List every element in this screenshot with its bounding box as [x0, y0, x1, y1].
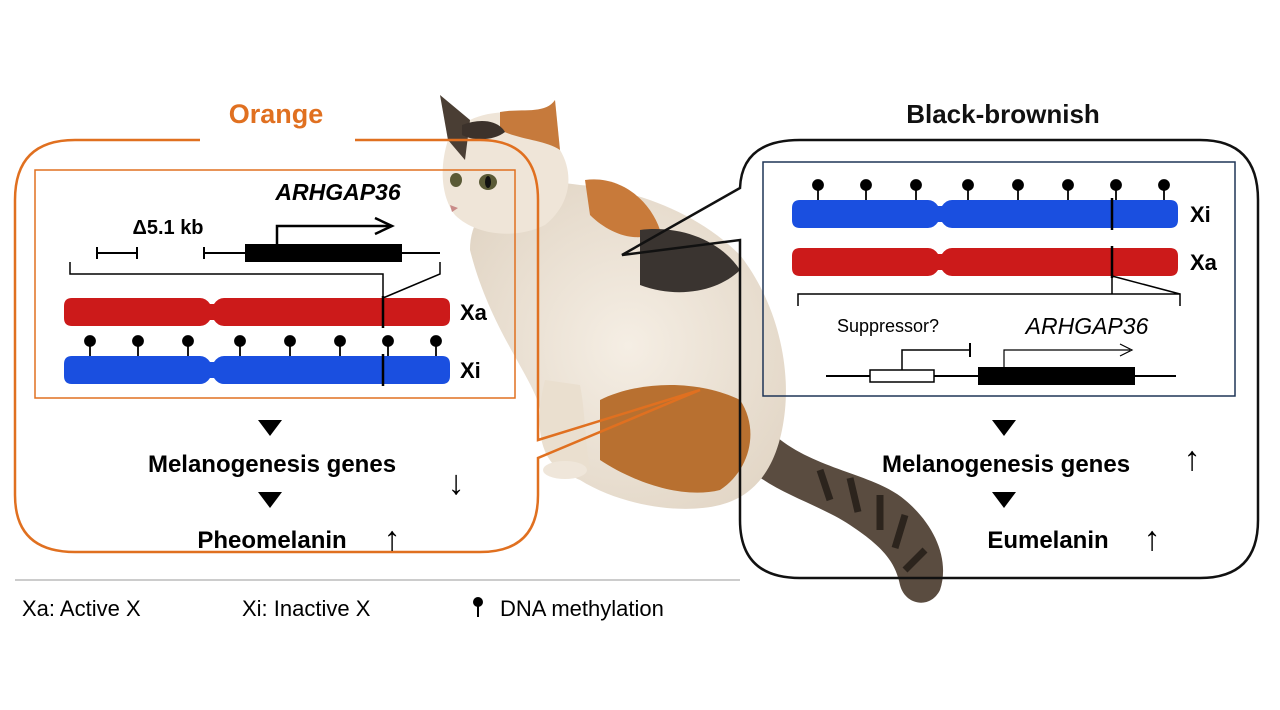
left-xi-label: Xi — [460, 358, 481, 383]
calico-cat-illustration — [440, 95, 944, 603]
right-pathway-triangle-1 — [992, 420, 1016, 436]
left-xa-label: Xa — [460, 300, 488, 325]
right-transcription-arrow — [1003, 349, 1130, 367]
left-xa-chromosome — [64, 296, 450, 328]
left-step1-arrow: ↓ — [448, 464, 465, 502]
right-xa-chromosome — [792, 246, 1178, 278]
left-transcription-arrow — [275, 224, 390, 244]
left-step1-text: Melanogenesis genes — [148, 451, 396, 478]
legend-methylation: DNA methylation — [500, 596, 664, 621]
right-pathway-triangle-2 — [992, 492, 1016, 508]
suppressor-element — [869, 369, 935, 383]
right-gene-body — [978, 367, 1135, 385]
lollipop-icon — [473, 597, 483, 617]
right-step1-arrow: ↑ — [1184, 440, 1201, 478]
black-inner-frame — [762, 161, 1236, 397]
deletion-label: Δ5.1 kb — [132, 217, 203, 239]
left-step2-arrow: ↑ — [384, 520, 401, 558]
right-xa-label: Xa — [1190, 250, 1218, 275]
black-brownish-panel: Black-brownish Xi Xa Suppresso — [621, 99, 1260, 580]
right-methylation-marks — [812, 179, 1170, 200]
orange-inner-frame — [34, 169, 516, 399]
black-panel-title: Black-brownish — [906, 99, 1100, 129]
right-step2-text: Eumelanin — [987, 527, 1108, 554]
cat-tail — [750, 420, 944, 603]
left-pathway-triangle-2 — [258, 492, 282, 508]
right-step2-arrow: ↑ — [1144, 520, 1161, 558]
legend-xi: Xi: Inactive X — [242, 596, 371, 621]
legend: Xa: Active X Xi: Inactive X DNA methylat… — [15, 579, 740, 621]
right-zoom-lines — [797, 275, 1181, 306]
left-gene-body — [245, 244, 402, 262]
orange-panel: Orange ARHGAP36 Δ5.1 kb Xa — [13, 99, 701, 558]
left-step2-text: Pheomelanin — [197, 527, 346, 554]
legend-xa: Xa: Active X — [22, 596, 141, 621]
cat-front-leg — [539, 380, 590, 470]
right-xi-chromosome — [792, 198, 1178, 230]
left-pathway-triangle-1 — [258, 420, 282, 436]
orange-panel-title: Orange — [229, 99, 324, 129]
left-methylation-marks — [84, 335, 442, 356]
left-gene-name: ARHGAP36 — [274, 179, 400, 205]
black-speech-bubble — [621, 138, 1260, 580]
suppressor-label: Suppressor? — [837, 316, 939, 336]
left-zoom-lines — [69, 262, 441, 299]
right-xi-label: Xi — [1190, 202, 1211, 227]
left-xi-chromosome — [64, 354, 450, 386]
orange-speech-bubble — [13, 138, 701, 554]
right-gene-name: ARHGAP36 — [1024, 313, 1149, 339]
suppressor-inhibition-line — [901, 349, 970, 370]
right-step1-text: Melanogenesis genes — [882, 451, 1130, 478]
